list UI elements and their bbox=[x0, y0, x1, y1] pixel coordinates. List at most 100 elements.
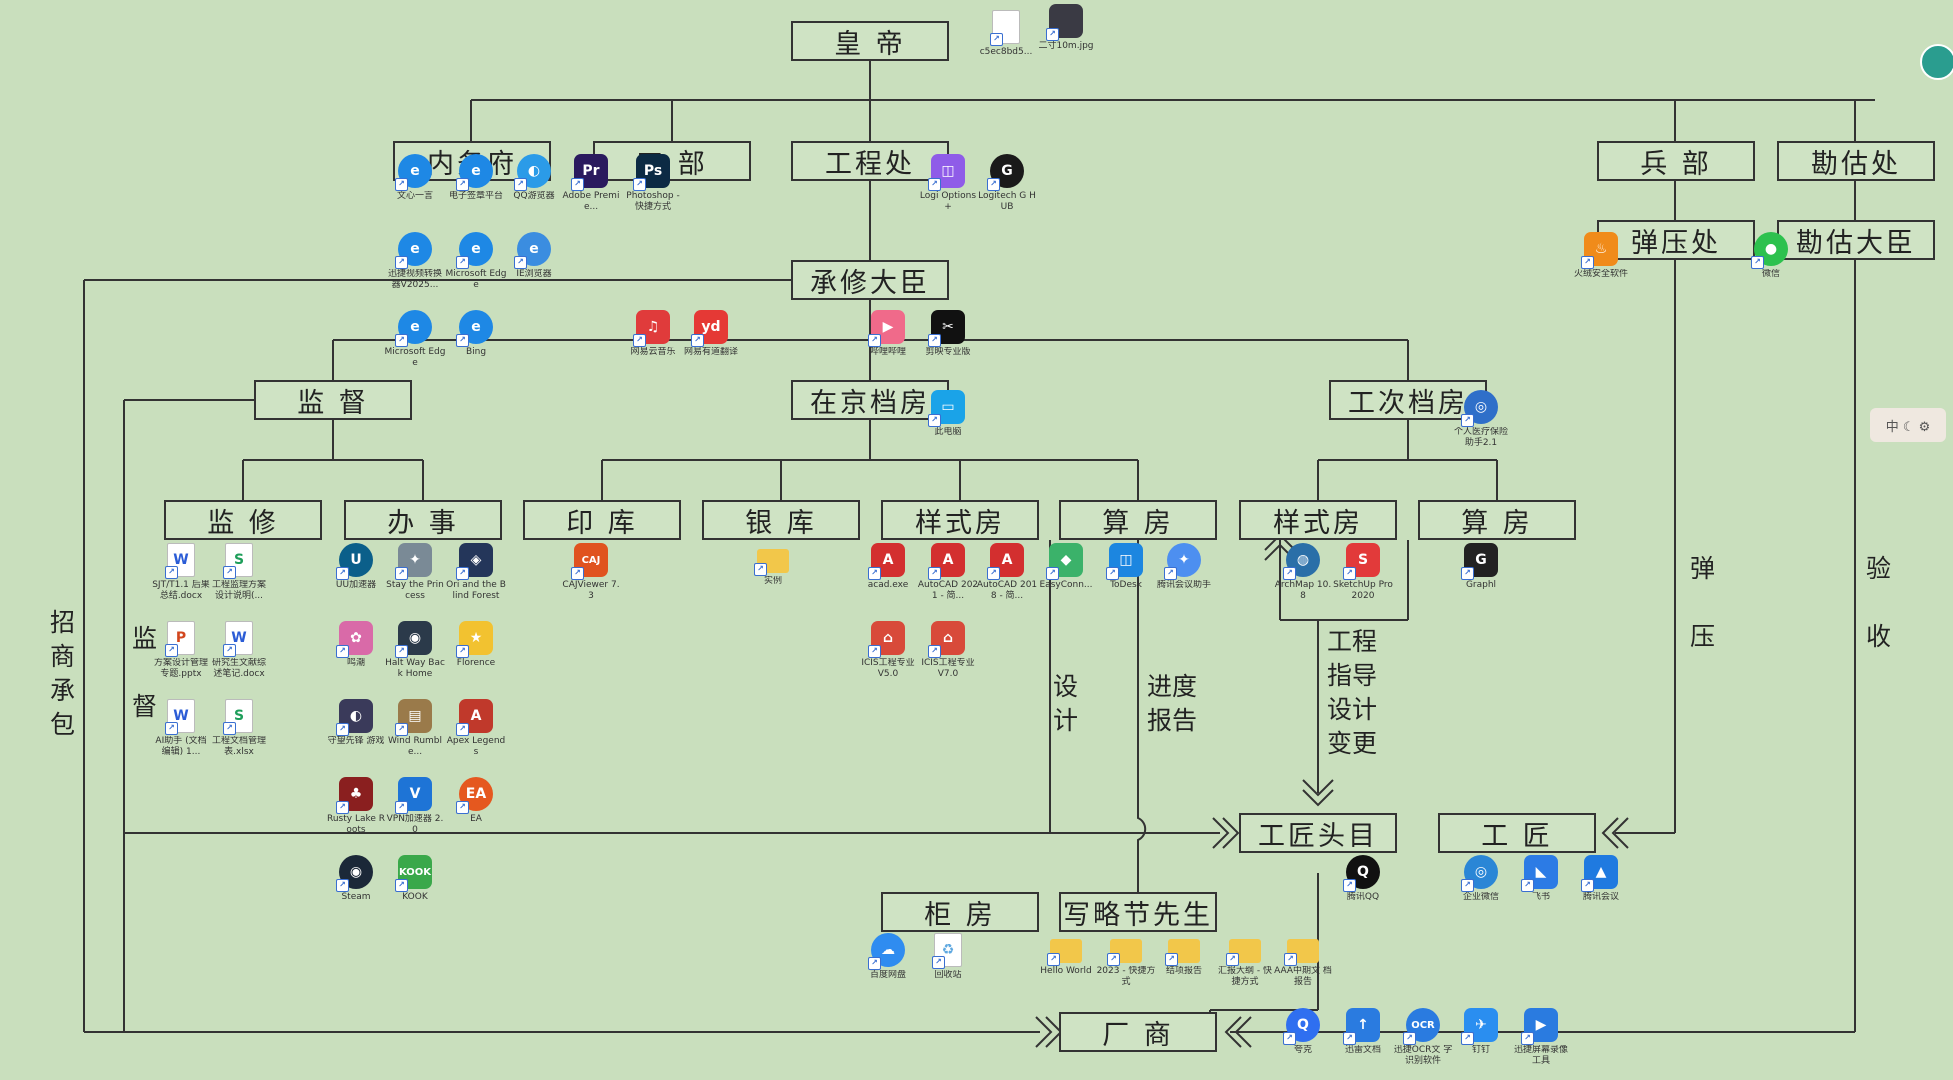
desktop-icon-label: 钉钉 bbox=[1471, 1045, 1490, 1055]
desktop-icon[interactable]: ↗实例 bbox=[742, 543, 804, 605]
desktop-icon[interactable]: e↗Microsoft Edge bbox=[384, 310, 446, 372]
desktop-icon[interactable]: ◐↗守望先锋 游戏 bbox=[325, 699, 387, 761]
desktop-icon[interactable]: G↗Graphl bbox=[1450, 543, 1512, 605]
desktop-icon[interactable]: ⌂↗ICIS工程专业 V5.0 bbox=[857, 621, 919, 683]
desktop-icon[interactable]: Q↗腾讯QQ bbox=[1332, 855, 1394, 917]
desktop-icon[interactable]: ✦↗腾讯会议助手 bbox=[1153, 543, 1215, 605]
desktop-icon[interactable]: ↗AAA中期文 档报告 bbox=[1272, 933, 1334, 995]
desktop-icon[interactable]: ◉↗Halt Way Back Home bbox=[384, 621, 446, 683]
desktop-icon[interactable]: S↗工程监理方案 设计说明(... bbox=[208, 543, 270, 605]
shortcut-arrow-icon: ↗ bbox=[1403, 1032, 1416, 1045]
app-icon: e↗ bbox=[456, 310, 493, 347]
desktop-icon[interactable]: ☁↗百度网盘 bbox=[857, 933, 919, 995]
box-banshi: 办 事 bbox=[344, 500, 502, 540]
desktop-icon-label: Steam bbox=[341, 892, 371, 902]
desktop-icon[interactable]: ↑↗迅雷文档 bbox=[1332, 1008, 1394, 1070]
desktop-icon[interactable]: OCR↗迅捷OCR文 字识别软件 bbox=[1392, 1008, 1454, 1070]
app-icon: S↗ bbox=[1343, 543, 1380, 580]
desktop-icon[interactable]: ▤↗Wind Rumble... bbox=[384, 699, 446, 761]
desktop-icon[interactable]: ▶↗迅捷屏幕录像 工具 bbox=[1510, 1008, 1572, 1070]
desktop-icon[interactable]: ↗汇报大纲 - 快捷方式 bbox=[1214, 933, 1276, 995]
desktop-icon[interactable]: A↗Apex Legends bbox=[445, 699, 507, 761]
desktop-icon[interactable]: ♫↗网易云音乐 bbox=[622, 310, 684, 372]
box-yinku2: 银 库 bbox=[702, 500, 860, 540]
desktop-icon-label: 网易云音乐 bbox=[630, 347, 676, 357]
desktop-icon[interactable]: e↗Microsoft Edge bbox=[445, 232, 507, 294]
ime-toolbar[interactable]: 中 ☾ ⚙ bbox=[1870, 408, 1946, 442]
desktop-icon[interactable]: A↗acad.exe bbox=[857, 543, 919, 605]
desktop-icon[interactable]: ◈↗Ori and the Blind Forest bbox=[445, 543, 507, 605]
desktop-icon[interactable]: ◎↗企业微信 bbox=[1450, 855, 1512, 917]
desktop-icon[interactable]: ♣↗Rusty Lake Roots bbox=[325, 777, 387, 839]
desktop-icon[interactable]: ◐↗QQ游览器 bbox=[503, 154, 565, 216]
desktop-icon-label: 剪映专业版 bbox=[925, 347, 971, 357]
desktop-icon[interactable]: Q↗夸克 bbox=[1272, 1008, 1334, 1070]
desktop-icon[interactable]: S↗工程文档管理 表.xlsx bbox=[208, 699, 270, 761]
desktop-icon[interactable]: e↗IE浏览器 bbox=[503, 232, 565, 294]
desktop-icon[interactable]: Pr↗Adobe Premie... bbox=[560, 154, 622, 216]
desktop-icon[interactable]: ◫↗Logi Options+ bbox=[917, 154, 979, 216]
desktop-icon[interactable]: W↗SJT/T1.1 后果 总结.docx bbox=[150, 543, 212, 605]
desktop-icon[interactable]: A↗AutoCAD 2018 - 简... bbox=[976, 543, 1038, 605]
desktop-icon[interactable]: W↗研究生文献综 述笔记.docx bbox=[208, 621, 270, 683]
desktop-icon-label: Graphl bbox=[1465, 580, 1497, 590]
desktop-icon[interactable]: ▶↗哔哩哔哩 bbox=[857, 310, 919, 372]
label-zhaoshang: 招 商 承 包 bbox=[50, 608, 76, 739]
desktop-icon[interactable]: S↗SketchUp Pro 2020 bbox=[1332, 543, 1394, 605]
shortcut-arrow-icon: ↗ bbox=[571, 567, 584, 580]
desktop-icon[interactable]: ✂↗剪映专业版 bbox=[917, 310, 979, 372]
desktop-icon[interactable]: CAJ↗CAJViewer 7.3 bbox=[560, 543, 622, 605]
desktop-icon[interactable]: ◍↗ArchMap 10.8 bbox=[1272, 543, 1334, 605]
desktop-icon[interactable]: ↗结项报告 bbox=[1153, 933, 1215, 995]
desktop-icon[interactable]: e↗Bing bbox=[445, 310, 507, 372]
desktop-icon[interactable]: ↗二寸10m.jpg bbox=[1035, 4, 1097, 66]
desktop-icon[interactable]: ◫↗ToDesk bbox=[1095, 543, 1157, 605]
desktop-icon-label: KOOK bbox=[402, 892, 428, 902]
desktop-icon[interactable]: ◆↗EasyConn... bbox=[1035, 543, 1097, 605]
desktop-icon[interactable]: ✦↗Stay the Princess bbox=[384, 543, 446, 605]
desktop-icon[interactable]: ✈↗钉钉 bbox=[1450, 1008, 1512, 1070]
desktop-icon[interactable]: yd↗网易有道翻译 bbox=[680, 310, 742, 372]
desktop-icon[interactable]: G↗Logitech G HUB bbox=[976, 154, 1038, 216]
app-icon: ♻↗ bbox=[932, 933, 962, 969]
shortcut-arrow-icon: ↗ bbox=[868, 334, 881, 347]
desktop-icon-label: 网易有道翻译 bbox=[683, 347, 738, 357]
desktop-icon[interactable]: V↗VPN加速器 2.0 bbox=[384, 777, 446, 839]
desktop-icon[interactable]: ◣↗飞书 bbox=[1510, 855, 1572, 917]
desktop-icon[interactable]: ◎↗个人医疗保险 助手2.1 bbox=[1450, 390, 1512, 452]
desktop-icon[interactable]: ▭↗此电脑 bbox=[917, 390, 979, 452]
shortcut-arrow-icon: ↗ bbox=[1164, 567, 1177, 580]
desktop-icon[interactable]: KOOK↗KOOK bbox=[384, 855, 446, 917]
desktop-icon[interactable]: ▲↗腾讯会议 bbox=[1570, 855, 1632, 917]
shortcut-arrow-icon: ↗ bbox=[395, 334, 408, 347]
desktop-icon[interactable]: ◉↗Steam bbox=[325, 855, 387, 917]
shortcut-arrow-icon: ↗ bbox=[336, 801, 349, 814]
app-icon: ↗ bbox=[1165, 939, 1200, 966]
desktop-icon[interactable]: EA↗EA bbox=[445, 777, 507, 839]
desktop-icon[interactable]: A↗AutoCAD 2021 - 简... bbox=[917, 543, 979, 605]
desktop-icon[interactable]: ●↗微信 bbox=[1740, 232, 1802, 294]
desktop-icon[interactable]: ✿↗鸣潮 bbox=[325, 621, 387, 683]
desktop-icon[interactable]: U↗UU加速器 bbox=[325, 543, 387, 605]
app-icon: A↗ bbox=[928, 543, 965, 580]
shortcut-arrow-icon: ↗ bbox=[456, 334, 469, 347]
desktop-icon[interactable]: P↗方案设计管理 专题.pptx bbox=[150, 621, 212, 683]
desktop-icon[interactable]: ↗c5ec8bd5... bbox=[975, 10, 1037, 72]
desktop-icon-label: Halt Way Back Home bbox=[385, 658, 445, 679]
app-icon: ◣↗ bbox=[1521, 855, 1558, 892]
desktop-icon[interactable]: ♨↗火绒安全软件 bbox=[1570, 232, 1632, 294]
desktop-icon[interactable]: ♻↗回收站 bbox=[917, 933, 979, 995]
desktop-icon[interactable]: W↗AI助手 (文档 编辑) 1... bbox=[150, 699, 212, 761]
desktop-icon[interactable]: e↗文心一言 bbox=[384, 154, 446, 216]
desktop-icon[interactable]: ★↗Florence bbox=[445, 621, 507, 683]
floating-assistant-icon[interactable] bbox=[1920, 44, 1953, 80]
desktop-icon[interactable]: Ps↗Photoshop - 快捷方式 bbox=[622, 154, 684, 216]
desktop-icon[interactable]: ↗Hello World bbox=[1035, 933, 1097, 995]
label-sheji: 设 计 bbox=[1053, 672, 1079, 735]
desktop-icon[interactable]: e↗电子签章平台 bbox=[445, 154, 507, 216]
app-icon: OCR↗ bbox=[1403, 1008, 1440, 1045]
desktop-icon[interactable]: ↗2023 - 快捷方式 bbox=[1095, 933, 1157, 995]
desktop-icon-label: 汇报大纲 - 快捷方式 bbox=[1218, 966, 1272, 987]
desktop-icon[interactable]: e↗迅捷视频转换 器V2025... bbox=[384, 232, 446, 294]
desktop-icon[interactable]: ⌂↗ICIS工程专业 V7.0 bbox=[917, 621, 979, 683]
